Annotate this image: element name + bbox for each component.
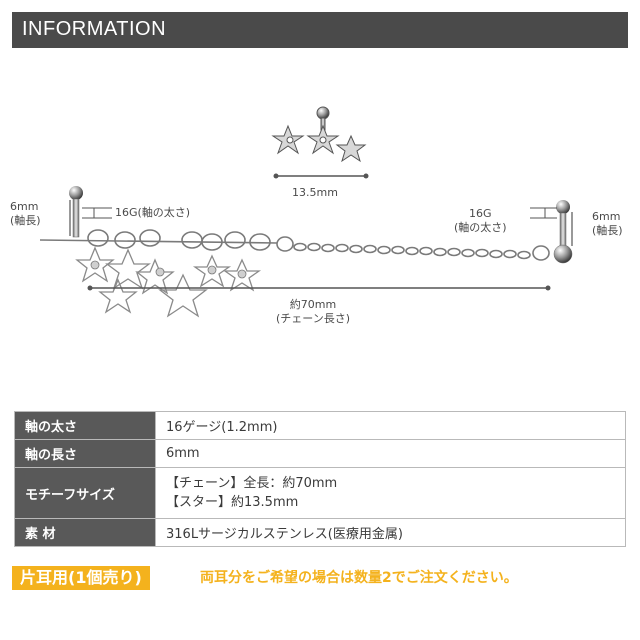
crystal-gems [90, 260, 247, 279]
right-post [553, 200, 573, 264]
spec-row-length: 軸の長さ 6mm [14, 439, 626, 468]
header-title: INFORMATION [22, 18, 167, 40]
chain-length-value: 約70mm [289, 298, 337, 311]
left-post-length-value: 6mm [10, 200, 39, 213]
motif-chain-size: 【チェーン】全長：約70mm [166, 476, 338, 491]
spec-row-material: 素 材 316Lサージカルステンレス(医療用金属) [14, 518, 626, 547]
star-width-label: 13.5mm [292, 186, 338, 199]
chain-length-label: 約70mm (チェーン長さ) [276, 298, 350, 326]
spec-row-motif: モチーフサイズ 【チェーン】全長：約70mm 【スター】約13.5mm [14, 467, 626, 519]
spec-row-thickness: 軸の太さ 16ゲージ(1.2mm) [14, 411, 626, 440]
info-header: INFORMATION [12, 12, 628, 48]
chain [39, 229, 550, 261]
star-motif [271, 106, 367, 163]
motif-star-size: 【スター】約13.5mm [166, 495, 299, 510]
left-post-length-label: 6mm (軸長) [10, 200, 41, 228]
spec-table: 軸の太さ 16ゲージ(1.2mm) 軸の長さ 6mm モチーフサイズ 【チェーン… [14, 411, 626, 547]
right-gauge-label: 16G (軸の太さ) [454, 207, 507, 235]
left-gauge-label: 16G(軸の太さ) [115, 206, 191, 219]
spec-value: 【チェーン】全長：約70mm 【スター】約13.5mm [155, 467, 626, 519]
single-ear-badge: 片耳用(1個売り) [12, 566, 150, 590]
product-diagram: 13.5mm 6mm (軸長) 16G(軸の太さ) 16G (軸の太さ) 6mm… [0, 60, 640, 390]
spec-label: 素 材 [14, 518, 156, 547]
spec-label: 軸の長さ [14, 439, 156, 468]
product-illustration [39, 106, 573, 318]
spec-value: 316Lサージカルステンレス(医療用金属) [155, 518, 626, 547]
spec-label: モチーフサイズ [14, 467, 156, 519]
spec-value: 16ゲージ(1.2mm) [155, 411, 626, 440]
right-post-length-note: (軸長) [592, 224, 623, 237]
order-note: 両耳分をご希望の場合は数量2でご注文ください。 [200, 570, 518, 586]
spec-label: 軸の太さ [14, 411, 156, 440]
left-post [69, 186, 83, 238]
dangling-stars [75, 246, 262, 318]
right-gauge-note: (軸の太さ) [454, 221, 507, 234]
spec-value: 6mm [155, 439, 626, 468]
left-post-length-note: (軸長) [10, 214, 41, 227]
chain-length-note: (チェーン長さ) [276, 312, 351, 325]
right-post-length-label: 6mm (軸長) [592, 210, 623, 238]
right-gauge-value: 16G [469, 207, 492, 220]
right-post-length-value: 6mm [592, 210, 621, 223]
